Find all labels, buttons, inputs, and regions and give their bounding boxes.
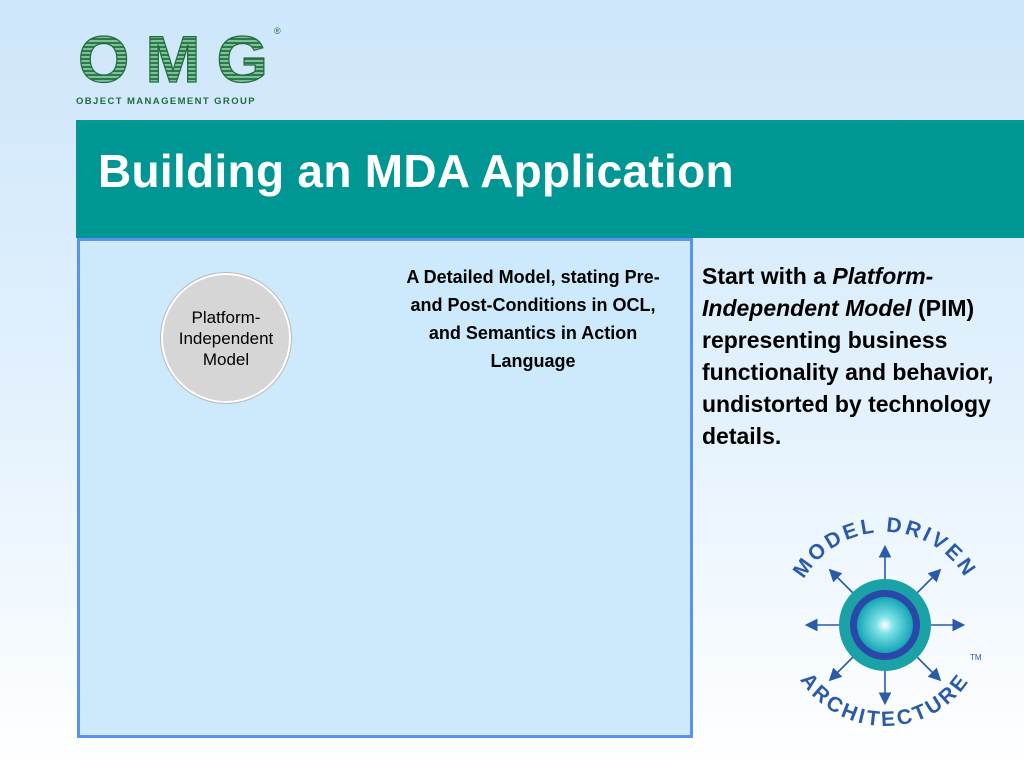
description-prefix: Start with a xyxy=(702,263,833,289)
detail-model-text: A Detailed Model, stating Pre- and Post-… xyxy=(406,267,660,371)
mda-logo: MODEL DRIVEN ARCHITECTURE TM xyxy=(789,514,982,732)
omg-letters-text: OMG xyxy=(78,26,268,90)
mda-tm-mark: TM xyxy=(970,653,982,662)
pim-circle: Platform-Independent Model xyxy=(161,273,291,403)
slide-title: Building an MDA Application xyxy=(98,145,734,197)
omg-subtitle: OBJECT MANAGEMENT GROUP xyxy=(76,96,256,107)
diagram-panel: Platform-Independent Model A Detailed Mo… xyxy=(77,238,693,738)
omg-logo: OMG ® OBJECT MANAGEMENT GROUP xyxy=(76,26,288,110)
mda-arrows xyxy=(804,544,966,706)
title-bar: Building an MDA Application xyxy=(76,120,1024,238)
description-italic: Platform-Independent Model xyxy=(702,263,934,321)
description-text: Start with a Platform-Independent Model … xyxy=(702,260,1018,452)
omg-letters-graphic: OMG xyxy=(77,26,268,90)
description-suffix: (PIM) representing business functionalit… xyxy=(702,295,994,449)
mda-core xyxy=(857,597,913,653)
pim-label: Platform-Independent Model xyxy=(178,307,274,369)
registered-mark: ® xyxy=(274,26,281,36)
